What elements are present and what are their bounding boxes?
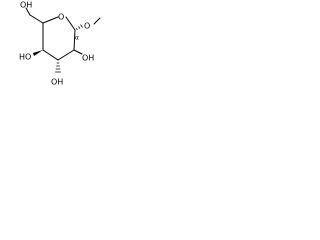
bond-ring-c5-o bbox=[42, 16, 59, 24]
wedge-bond-c4-oh bbox=[33, 50, 43, 56]
ch2oh-hydroxyl-label: OH bbox=[20, 1, 32, 10]
c4-hydroxyl-label: HO bbox=[19, 53, 31, 62]
bond-ring-c1-c2 bbox=[73, 29, 76, 51]
c2-hydroxyl-label: OH bbox=[82, 54, 94, 63]
glycoside-structure-diagram: OH O O α OH OH HO bbox=[19, 1, 101, 87]
hashed-bond-c1-ome bbox=[76, 24, 83, 31]
bond-ring-o-c1 bbox=[65, 16, 76, 31]
hashed-bond-c3-oh bbox=[55, 62, 61, 73]
alpha-label: α bbox=[75, 35, 79, 42]
glycosidic-oxygen-label: O bbox=[84, 22, 90, 31]
bond-c6-o6 bbox=[25, 7, 31, 16]
bond-ome-methyl bbox=[93, 17, 101, 25]
bond-ring-c3-c4 bbox=[42, 49, 59, 61]
c3-hydroxyl-label: OH bbox=[51, 78, 63, 87]
ring-oxygen-label: O bbox=[58, 13, 64, 22]
bond-ring-c2-c3 bbox=[57, 49, 75, 61]
bond-c2-oh bbox=[73, 49, 83, 55]
bond-c5-c6 bbox=[29, 14, 44, 24]
